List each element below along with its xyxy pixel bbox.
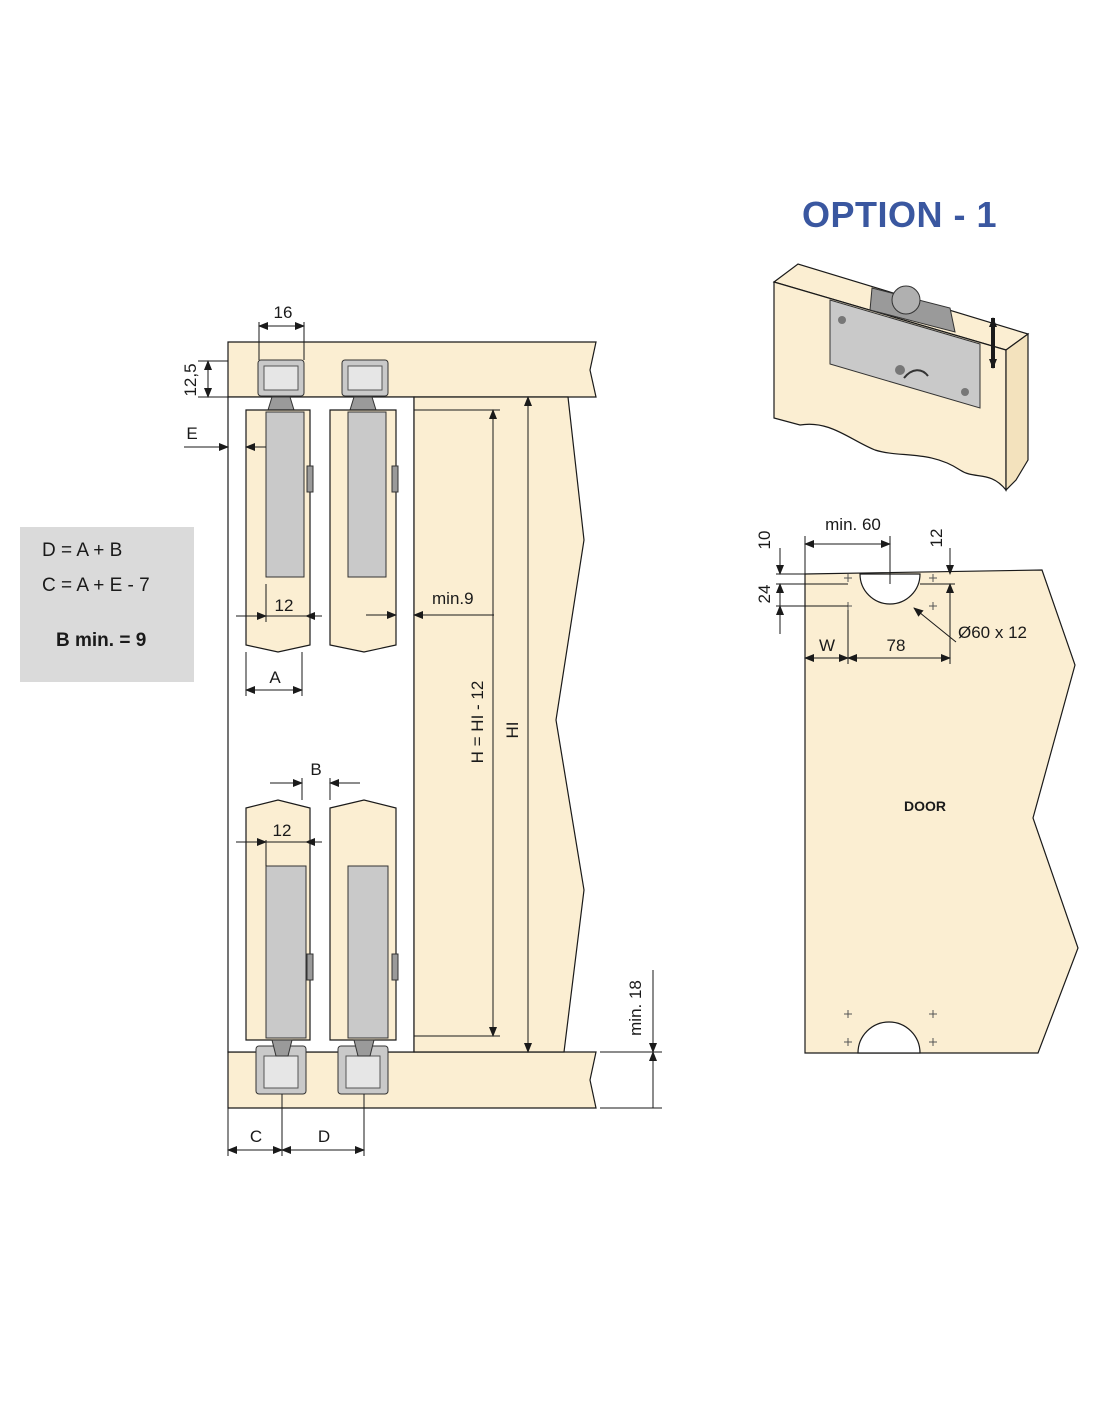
dim-min-18: min. 18 <box>626 980 645 1036</box>
dim-12-5: 12,5 <box>181 363 200 396</box>
dim-b: B <box>310 760 321 779</box>
dim-w: W <box>819 636 835 655</box>
fitting-perspective <box>772 263 1030 492</box>
formula-b-min: B min. = 9 <box>56 630 147 651</box>
lower-clip-left <box>306 953 314 981</box>
formula-box: D = A + B C = A + E - 7 B min. = 9 <box>20 527 194 682</box>
section-view: 16 12,5 E 12 min.9 A B <box>181 303 662 1156</box>
dim-hi: HI <box>503 722 522 739</box>
dim-e: E <box>186 424 197 443</box>
dim-min-60: min. 60 <box>825 515 881 534</box>
adjust-arrow-icon <box>903 369 929 379</box>
dim-min-9: min.9 <box>432 589 474 608</box>
dim-78: 78 <box>887 636 906 655</box>
back-panel <box>413 396 585 1053</box>
dim-h: H = HI - 12 <box>468 681 487 764</box>
option-title: OPTION - 1 <box>802 194 998 235</box>
dim-10: 10 <box>755 531 774 550</box>
dim-c: C <box>250 1127 262 1146</box>
fitting-hole-3 <box>895 365 905 375</box>
bottom-track-left <box>255 1039 307 1095</box>
perspective-door-side <box>1005 332 1029 492</box>
upper-clip-left <box>306 465 314 493</box>
lower-clip-right <box>391 953 399 981</box>
upper-fitting-right <box>347 411 387 578</box>
top-hole <box>859 573 921 605</box>
upper-clip-right <box>391 465 399 493</box>
top-track-right <box>341 359 389 397</box>
upper-fitting-left <box>265 411 305 578</box>
top-rail-board <box>227 341 597 398</box>
dim-hole: Ø60 x 12 <box>958 623 1027 642</box>
dim-12-right: 12 <box>927 529 946 548</box>
door-panel <box>804 569 1079 1054</box>
dim-16: 16 <box>274 303 293 322</box>
dim-24: 24 <box>755 585 774 604</box>
dim-d: D <box>318 1127 330 1146</box>
lower-fitting-right <box>347 865 389 1039</box>
bottom-hole <box>857 1021 921 1054</box>
bottom-track-right <box>337 1039 389 1095</box>
fitting-plate <box>829 299 981 409</box>
formula-c: C = A + E - 7 <box>42 575 150 596</box>
fitting-hole-2 <box>961 388 969 396</box>
formula-d: D = A + B <box>42 540 123 561</box>
dim-lower-12: 12 <box>273 821 292 840</box>
door-drilling: DOOR min. 60 10 24 12 W 78 Ø60 x 12 <box>755 515 1079 1054</box>
top-track-left <box>257 359 305 397</box>
top-roller-right <box>349 396 377 411</box>
dim-a: A <box>269 668 281 687</box>
dim-upper-12: 12 <box>275 596 294 615</box>
door-label: DOOR <box>904 798 946 814</box>
fitting-wheel <box>891 285 921 315</box>
lower-fitting-left <box>265 865 307 1039</box>
fitting-hole-1 <box>838 316 846 324</box>
top-roller-left <box>267 396 295 411</box>
